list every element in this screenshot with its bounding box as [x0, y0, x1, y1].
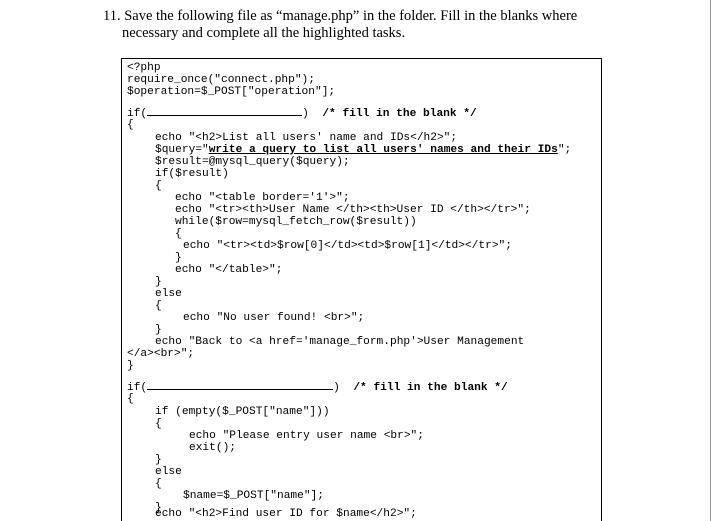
- question-text-line-1: 11. Save the following file as “manage.p…: [103, 8, 578, 24]
- if-close-paren: ): [302, 108, 309, 120]
- fill-blank-comment: /* fill in the blank */: [322, 108, 477, 120]
- code-exit: exit();: [189, 442, 236, 454]
- code-echo-list-users: echo "<h2>List all users' name and IDs</…: [155, 132, 458, 144]
- code-if-empty: if (empty($_POST["name"])): [155, 406, 330, 418]
- highlighted-task-query: write a query to list all users' names a…: [208, 144, 558, 156]
- if-close-paren: ): [333, 382, 340, 394]
- question-text-line-2: necessary and complete all the highlight…: [122, 25, 406, 41]
- code-echo-header-row: echo "<tr><th>User Name </th><th>User ID…: [175, 204, 531, 216]
- code-else: else: [155, 288, 182, 300]
- code-brace-close: }: [155, 454, 162, 466]
- code-echo-back-cont: </a><br>";: [127, 348, 195, 360]
- code-brace-open: {: [155, 478, 162, 490]
- code-if-blank-1: if() /* fill in the blank */: [127, 106, 477, 120]
- code-brace-close: }: [127, 360, 134, 372]
- if-keyword: if(: [127, 382, 148, 394]
- code-operation: $operation=$_POST["operation"];: [127, 86, 336, 98]
- page-edge-rule: [710, 0, 711, 521]
- code-while-loop: while($row=mysql_fetch_row($result)): [175, 216, 417, 228]
- code-brace-open: {: [127, 393, 134, 405]
- code-brace-close: }: [155, 502, 162, 514]
- code-brace-open: {: [155, 300, 162, 312]
- fill-blank-2[interactable]: [147, 380, 334, 390]
- code-else: else: [155, 466, 182, 478]
- code-echo-table-close: echo "</table>";: [175, 264, 283, 276]
- code-name-assign: $name=$_POST["name"];: [183, 490, 324, 502]
- code-echo-table: echo "<table border='1'>";: [175, 192, 350, 204]
- code-brace-open: {: [175, 228, 182, 240]
- query-suffix: ";: [557, 144, 572, 156]
- code-brace-close: }: [175, 252, 182, 264]
- code-require: require_once("connect.php");: [127, 74, 315, 86]
- code-echo-please: echo "Please entry user name <br>";: [189, 430, 424, 442]
- query-prefix: $query=": [155, 144, 209, 156]
- code-echo-data-row: echo "<tr><td>$row[0]</td><td>$row[1]</t…: [183, 240, 512, 252]
- code-brace-open: {: [127, 119, 134, 131]
- code-brace-open: {: [155, 418, 162, 430]
- code-echo-no-user: echo "No user found! <br>";: [183, 312, 365, 324]
- code-query-line: $query="write a query to list all users'…: [155, 144, 571, 156]
- code-listing-box: [121, 58, 602, 521]
- code-result: $result=@mysql_query($query);: [155, 156, 350, 168]
- fill-blank-1[interactable]: [147, 106, 303, 116]
- fill-blank-comment: /* fill in the blank */: [353, 382, 508, 394]
- code-brace-open: {: [155, 180, 162, 192]
- code-brace-close: }: [155, 324, 162, 336]
- code-if-blank-2: if() /* fill in the blank */: [127, 380, 508, 394]
- code-echo-back: echo "Back to <a href='manage_form.php'>…: [155, 336, 525, 348]
- code-echo-find: echo "<h2>Find user ID for $name</h2>";: [155, 508, 417, 520]
- if-keyword: if(: [127, 108, 148, 120]
- code-if-result: if($result): [155, 168, 229, 180]
- code-brace-close: }: [155, 276, 162, 288]
- code-php-open: <?php: [127, 62, 161, 74]
